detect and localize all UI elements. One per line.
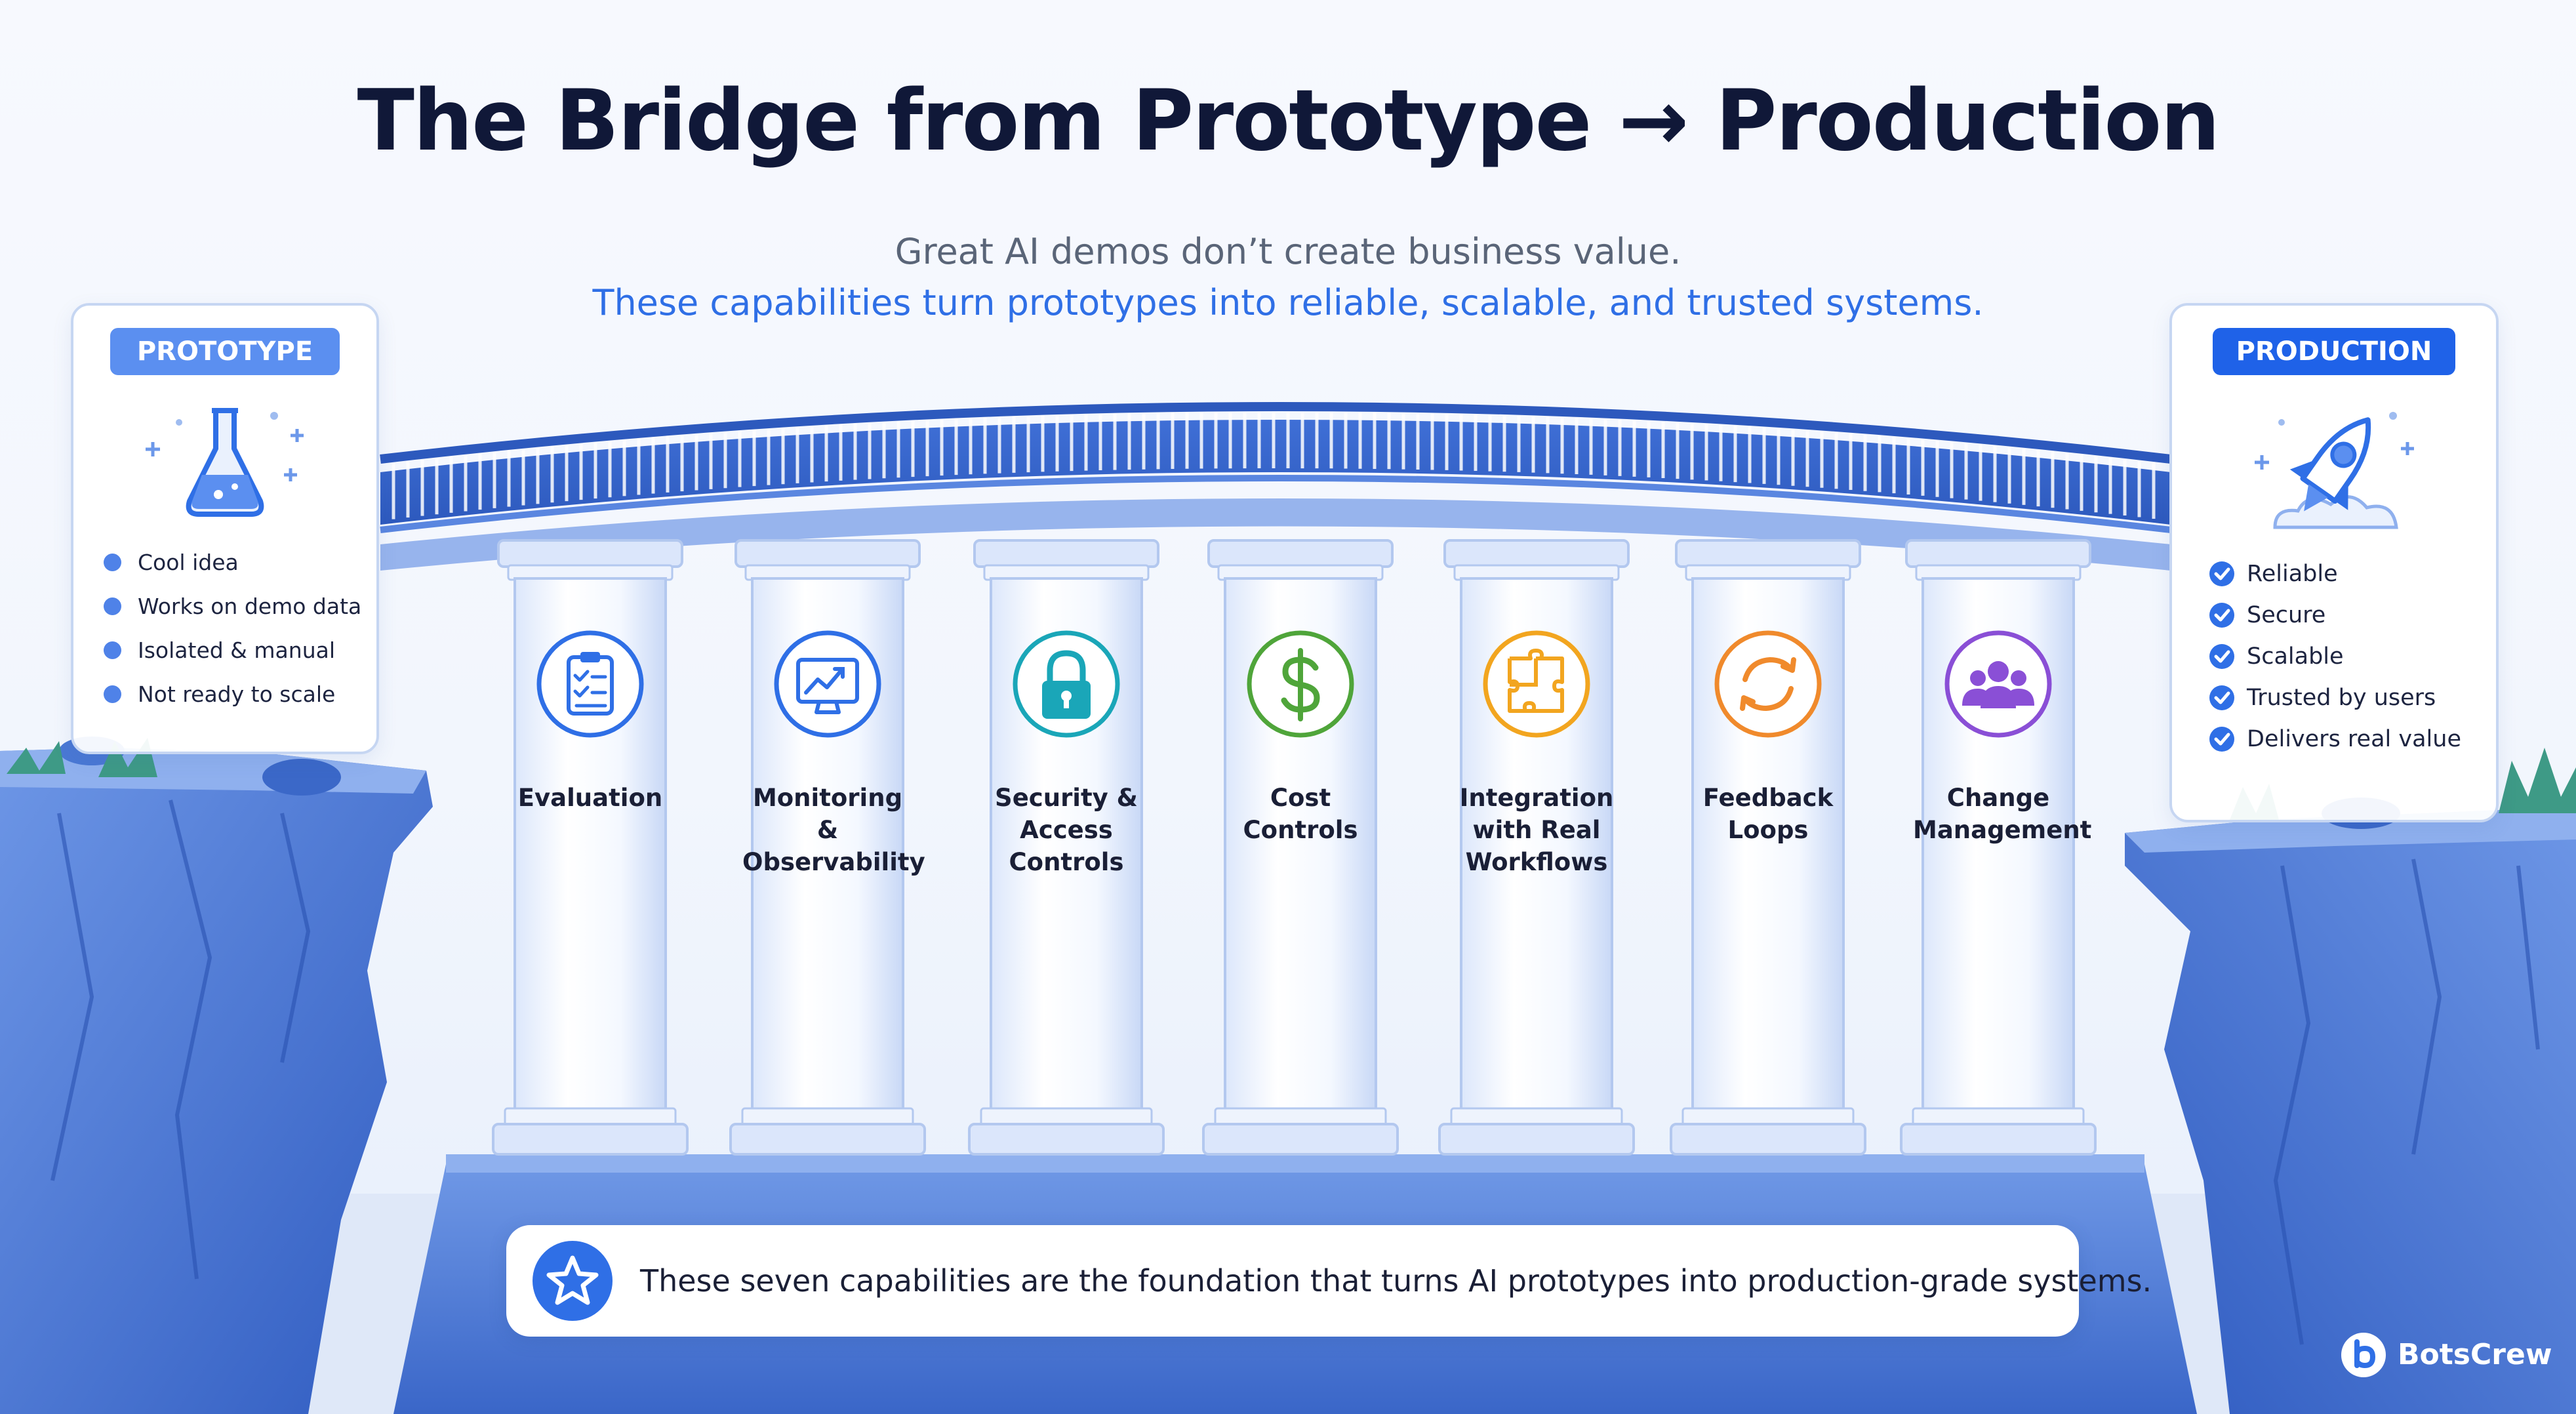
list-item-label: Scalable xyxy=(2247,643,2344,670)
people-group-icon xyxy=(1944,630,2052,738)
list-item: Works on demo data xyxy=(104,584,361,628)
left-cliff xyxy=(0,737,433,1414)
foundation-banner: These seven capabilities are the foundat… xyxy=(506,1225,2152,1337)
flask-icon xyxy=(146,408,304,517)
page-title: The Bridge from Prototype → Production xyxy=(357,72,2221,170)
bridge-deck xyxy=(380,402,2171,571)
list-item-label: Isolated & manual xyxy=(138,637,335,663)
list-item-label: Trusted by users xyxy=(2247,685,2436,711)
puzzle-icon xyxy=(1483,630,1590,738)
pillar-label-monitoring: Monitoring & Observability xyxy=(742,784,925,876)
star-icon xyxy=(533,1241,613,1321)
pillar-label-evaluation: Evaluation xyxy=(517,784,663,812)
bullet-dot xyxy=(104,685,121,703)
list-item: Trusted by users xyxy=(2209,677,2461,719)
monitor-chart-icon xyxy=(774,630,881,738)
list-item: Cool idea xyxy=(104,540,361,584)
bullet-dot xyxy=(104,597,121,615)
subtitle-line-2: These capabilities turn prototypes into … xyxy=(592,282,1984,323)
list-item: Not ready to scale xyxy=(104,672,361,716)
pillar-label-integration: Integration with Real Workflows xyxy=(1459,784,1614,876)
list-item-label: Delivers real value xyxy=(2247,726,2461,752)
check-circle-icon xyxy=(2209,561,2234,586)
pillar-label-security: Security & Access Controls xyxy=(995,784,1138,876)
pillar-label-feedback: Feedback Loops xyxy=(1702,784,1834,844)
production-card: PRODUCTION Reliable Secure Scalable Trus… xyxy=(2169,303,2499,822)
refresh-cycle-icon xyxy=(1714,630,1822,738)
list-item-label: Cool idea xyxy=(138,550,239,575)
check-circle-icon xyxy=(2209,644,2234,669)
bullet-dot xyxy=(104,641,121,659)
padlock-icon xyxy=(1013,630,1120,738)
prototype-badge: PROTOTYPE xyxy=(110,328,340,375)
botscrew-logo-icon xyxy=(2341,1333,2386,1377)
list-item-label: Secure xyxy=(2247,602,2326,628)
check-circle-icon xyxy=(2209,727,2234,752)
rocket-icon xyxy=(2255,412,2414,529)
banner-text: These seven capabilities are the foundat… xyxy=(640,1263,2152,1299)
logo-text: BotsCrew xyxy=(2398,1338,2552,1371)
bullet-dot xyxy=(104,554,121,571)
prototype-list: Cool idea Works on demo data Isolated & … xyxy=(104,540,361,716)
list-item: Secure xyxy=(2209,595,2461,636)
pillar-label-change: Change Management xyxy=(1913,784,2092,844)
prototype-card: PROTOTYPE Cool idea Works on demo data I… xyxy=(71,303,379,754)
check-circle-icon xyxy=(2209,603,2234,628)
production-badge: PRODUCTION xyxy=(2213,328,2455,375)
list-item-label: Not ready to scale xyxy=(138,681,336,707)
list-item: Reliable xyxy=(2209,554,2461,595)
production-list: Reliable Secure Scalable Trusted by user… xyxy=(2209,554,2461,760)
list-item: Isolated & manual xyxy=(104,628,361,672)
list-item-label: Reliable xyxy=(2247,561,2338,587)
list-item: Delivers real value xyxy=(2209,719,2461,760)
check-circle-icon xyxy=(2209,685,2234,710)
list-item: Scalable xyxy=(2209,636,2461,677)
subtitle-line-1: Great AI demos don’t create business val… xyxy=(895,231,1681,272)
dollar-icon xyxy=(1247,630,1354,738)
list-item-label: Works on demo data xyxy=(138,594,362,619)
clipboard-checklist-icon xyxy=(536,630,644,738)
pillar-label-cost: Cost Controls xyxy=(1243,784,1358,844)
